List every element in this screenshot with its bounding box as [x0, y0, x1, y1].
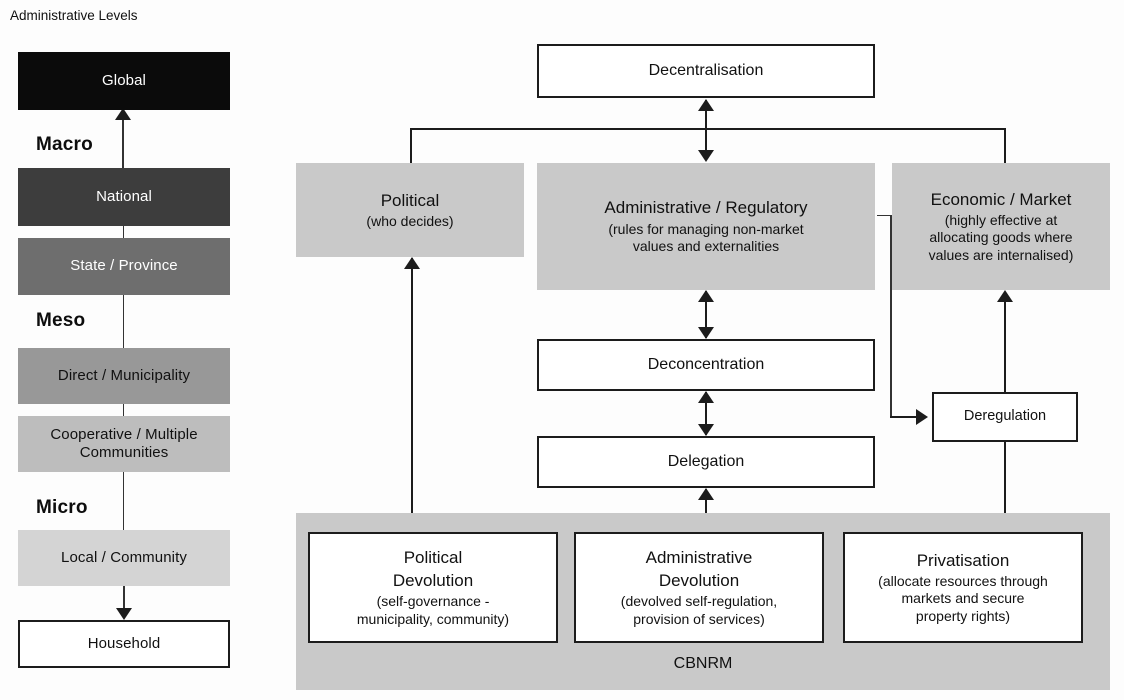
level-label: Household: [87, 634, 161, 652]
pillar-note-line-1: (rules for managing non-market: [608, 220, 804, 237]
outcome-administrative-devolution[interactable]: Administrative Devolution (devolved self…: [574, 532, 824, 643]
arrow-up-to-political: [404, 257, 420, 269]
ladder-connector-local-household: [123, 586, 125, 610]
outcome-political-devolution[interactable]: Political Devolution (self-governance - …: [308, 532, 558, 643]
level-box-national[interactable]: National: [18, 168, 230, 226]
ladder-arrow-down-to-household: [116, 608, 132, 620]
level-label: Local / Community: [61, 548, 187, 566]
connector-deconcentration-delegation: [705, 392, 707, 435]
box-label: Deregulation: [963, 408, 1047, 425]
connector-deregulation-economic: [1004, 300, 1006, 392]
pillar-note-line-2: values and externalities: [632, 238, 780, 255]
level-label: Cooperative / Multiple Communities: [50, 425, 198, 461]
connector-deregulation-privatisation: [1004, 442, 1006, 532]
box-label: Deconcentration: [647, 356, 765, 374]
outcome-note-line-1: (self-governance -: [376, 593, 490, 610]
pillar-title: Political: [380, 190, 440, 210]
group-label-macro: Macro: [36, 134, 93, 155]
pillar-note: (who decides): [366, 212, 454, 229]
outcome-note-line-1: (devolved self-regulation,: [620, 593, 778, 610]
level-box-state-province[interactable]: State / Province: [18, 238, 230, 295]
outcome-note-line-2: markets and secure: [901, 590, 1025, 607]
arrow-right-to-deregulation: [916, 409, 928, 425]
box-decentralisation[interactable]: Decentralisation: [537, 44, 875, 98]
ladder-connector-global-national: [122, 110, 124, 170]
arrow-down-to-delegation: [698, 424, 714, 436]
level-box-direct-municipality[interactable]: Direct / Municipality: [18, 348, 230, 404]
outcome-privatisation[interactable]: Privatisation (allocate resources throug…: [843, 532, 1083, 643]
box-label: Decentralisation: [648, 62, 764, 80]
connector-political-devolution: [411, 258, 413, 534]
arrow-up-to-administrative: [698, 290, 714, 302]
connector-administrative-elbow-bottom: [890, 416, 918, 418]
cbnrm-label: CBNRM: [673, 655, 733, 672]
arrow-up-to-deconcentration: [698, 391, 714, 403]
arrow-down-to-administrative: [698, 150, 714, 162]
pillar-note-line-3: values are internalised): [928, 246, 1074, 263]
arrow-down-to-deconcentration: [698, 327, 714, 339]
administrative-levels-heading: Administrative Levels: [10, 8, 138, 23]
pillar-note-line-1: (highly effective at: [944, 211, 1058, 228]
connector-delegation-administrative-devolution: [705, 489, 707, 534]
connector-administrative-elbow-top: [877, 215, 891, 216]
connector-bus-left-drop: [410, 128, 412, 164]
box-deconcentration[interactable]: Deconcentration: [537, 339, 875, 391]
pillar-title: Administrative / Regulatory: [604, 198, 808, 218]
pillar-title: Economic / Market: [930, 189, 1072, 209]
connector-decentralisation-administrative: [705, 100, 707, 160]
ladder-connector-direct-coop: [123, 404, 124, 416]
level-box-global[interactable]: Global: [18, 52, 230, 110]
arrow-up-to-delegation: [698, 488, 714, 500]
pillar-administrative-regulatory[interactable]: Administrative / Regulatory (rules for m…: [537, 163, 875, 290]
level-box-cooperative-communities[interactable]: Cooperative / Multiple Communities: [18, 416, 230, 472]
pillar-note-line-2: allocating goods where: [929, 229, 1073, 246]
outcome-note-line-2: municipality, community): [356, 610, 510, 627]
level-label: Direct / Municipality: [57, 366, 191, 384]
ladder-arrow-up-to-global: [115, 108, 131, 120]
ladder-connector-national-state: [123, 226, 124, 240]
outcome-note-line-3: property rights): [915, 607, 1011, 624]
box-deregulation[interactable]: Deregulation: [932, 392, 1078, 442]
box-label: Delegation: [667, 453, 745, 471]
connector-administrative-elbow-vertical: [890, 215, 892, 418]
outcome-title-line-2: Devolution: [392, 571, 474, 590]
connector-bus-right-drop: [1004, 128, 1006, 164]
connector-bus-horizontal: [410, 128, 1006, 130]
box-delegation[interactable]: Delegation: [537, 436, 875, 488]
outcome-note-line-1: (allocate resources through: [878, 572, 1048, 589]
level-label: State / Province: [70, 257, 178, 275]
ladder-connector-state-direct: [123, 295, 124, 348]
connector-administrative-deconcentration: [705, 291, 707, 338]
pillar-political[interactable]: Political (who decides): [296, 163, 524, 257]
outcome-title-line-1: Political: [403, 547, 463, 567]
outcome-note-line-2: provision of services): [633, 610, 765, 627]
outcome-title-line-1: Privatisation: [916, 550, 1010, 570]
pillar-economic-market[interactable]: Economic / Market (highly effective at a…: [892, 163, 1110, 290]
group-label-micro: Micro: [36, 497, 88, 518]
level-label: Global: [102, 71, 146, 89]
level-box-local-community[interactable]: Local / Community: [18, 530, 230, 586]
arrow-up-to-decentralisation: [698, 99, 714, 111]
arrow-up-to-economic-market: [997, 290, 1013, 302]
group-label-meso: Meso: [36, 310, 86, 331]
outcome-title-line-1: Administrative: [645, 547, 753, 567]
level-box-household[interactable]: Household: [18, 620, 230, 668]
outcome-title-line-2: Devolution: [658, 571, 740, 590]
level-label: National: [96, 187, 152, 205]
ladder-connector-coop-local: [123, 472, 124, 530]
